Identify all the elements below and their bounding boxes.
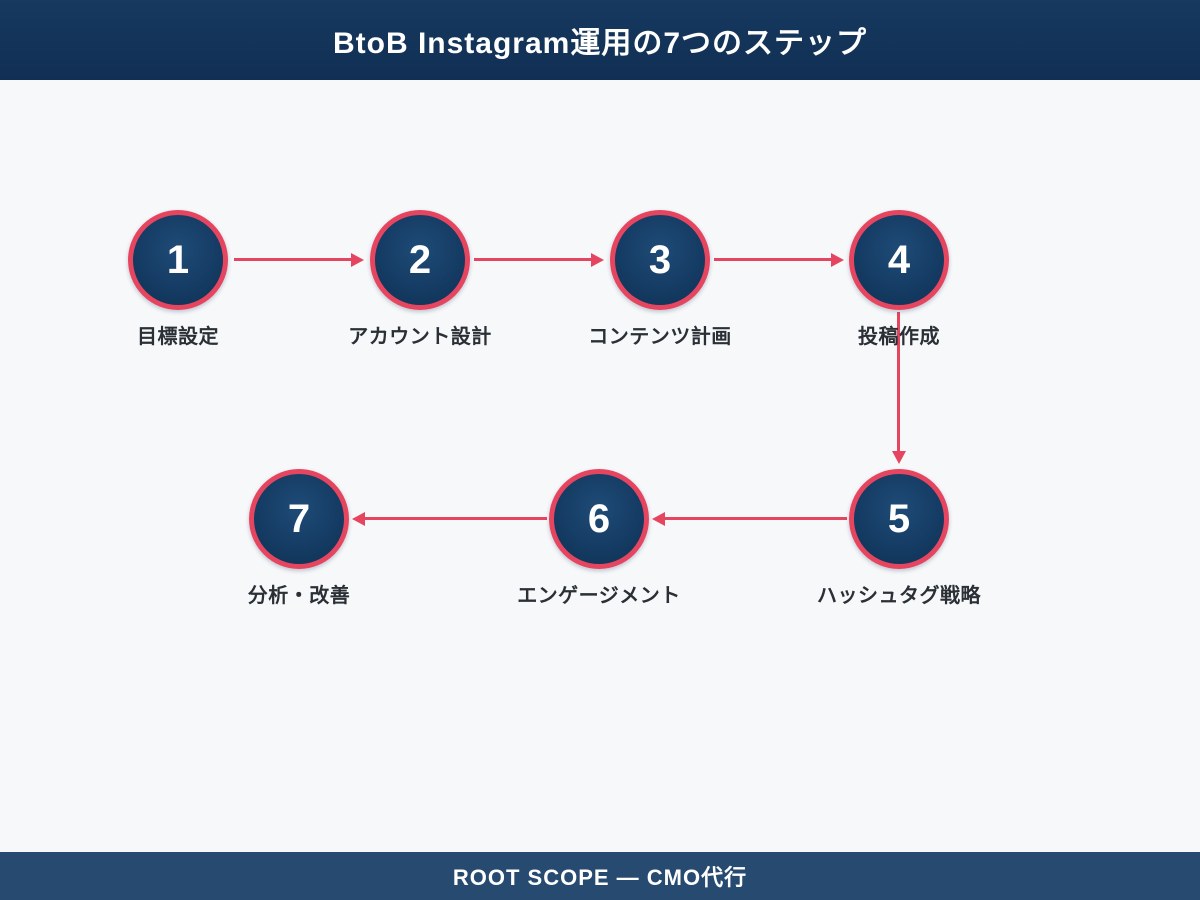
step-number-4: 4 xyxy=(887,238,911,282)
step-circle-1: 1 xyxy=(128,210,228,310)
step-node-6: 6 エンゲージメント xyxy=(459,469,739,608)
arrow-step3-to-step4 xyxy=(714,258,831,261)
footer-brand-text: ROOT SCOPE — CMO代行 xyxy=(452,865,748,890)
step-node-2: 2 アカウント設計 xyxy=(280,210,560,349)
step-node-3: 3 コンテンツ計画 xyxy=(520,210,800,349)
step-number-2: 2 xyxy=(408,238,432,282)
step-label-2: アカウント設計 xyxy=(348,326,492,348)
step-circle-4: 4 xyxy=(849,210,949,310)
step-circle-2: 2 xyxy=(370,210,470,310)
step-number-7: 7 xyxy=(287,497,311,541)
step-circle-5: 5 xyxy=(849,469,949,569)
step-label-6: エンゲージメント xyxy=(517,585,681,607)
step-label-4: 投稿作成 xyxy=(858,326,940,348)
arrow-step1-to-step2 xyxy=(234,258,351,261)
step-node-5: 5 ハッシュタグ戦略 xyxy=(759,469,1039,608)
step-number-3: 3 xyxy=(648,238,672,282)
step-circle-3: 3 xyxy=(610,210,710,310)
step-circle-7: 7 xyxy=(249,469,349,569)
step-node-4: 4 投稿作成 xyxy=(759,210,1039,349)
step-circle-6: 6 xyxy=(549,469,649,569)
step-label-1: 目標設定 xyxy=(137,326,219,348)
arrow-step5-to-step6 xyxy=(665,517,847,520)
step-label-7: 分析・改善 xyxy=(247,585,351,607)
arrow-step6-to-step7 xyxy=(365,517,547,520)
arrow-step2-to-step3 xyxy=(474,258,591,261)
step-label-5: ハッシュタグ戦略 xyxy=(817,585,981,607)
arrow-step4-to-step5 xyxy=(897,312,900,451)
step-node-7: 7 分析・改善 xyxy=(159,469,439,608)
header-bar: BtoB Instagram運用の7つのステップ xyxy=(0,0,1200,80)
page-title: BtoB Instagram運用の7つのステップ xyxy=(332,27,868,60)
step-label-3: コンテンツ計画 xyxy=(588,326,732,348)
step-number-1: 1 xyxy=(166,238,190,282)
footer-bar: ROOT SCOPE — CMO代行 xyxy=(0,852,1200,900)
step-number-6: 6 xyxy=(587,497,611,541)
step-number-5: 5 xyxy=(887,497,911,541)
step-node-1: 1 目標設定 xyxy=(38,210,318,349)
